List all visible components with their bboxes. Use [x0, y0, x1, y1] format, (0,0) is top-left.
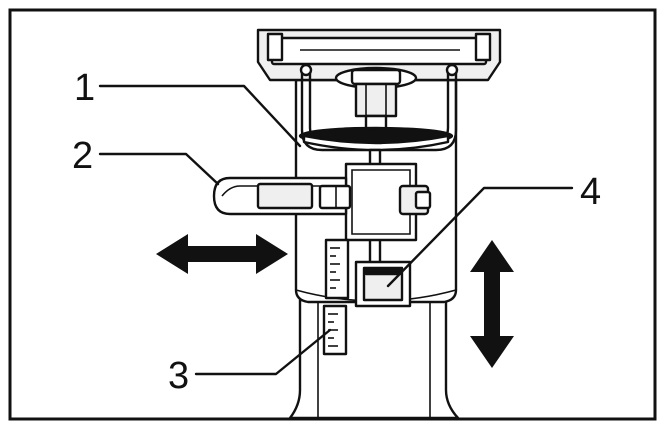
vertical-double-arrow-icon: [470, 240, 514, 368]
inner-slider: [344, 162, 432, 242]
upper-scale: [324, 238, 350, 300]
center-nut: [334, 66, 418, 134]
leader-lines: [98, 84, 574, 376]
callout-1-label: 1: [74, 67, 95, 109]
lower-tube: [288, 298, 460, 420]
adjustment-handle: [212, 176, 352, 216]
horizontal-double-arrow-icon: [156, 234, 288, 274]
callout-4-label: 4: [580, 171, 601, 213]
pressure-disc: [298, 126, 454, 152]
callout-3-label: 3: [168, 355, 189, 397]
indicator-window: [354, 260, 412, 308]
measuring-scale: [322, 304, 348, 356]
top-plate: [256, 28, 502, 82]
callout-2-label: 2: [72, 135, 93, 177]
